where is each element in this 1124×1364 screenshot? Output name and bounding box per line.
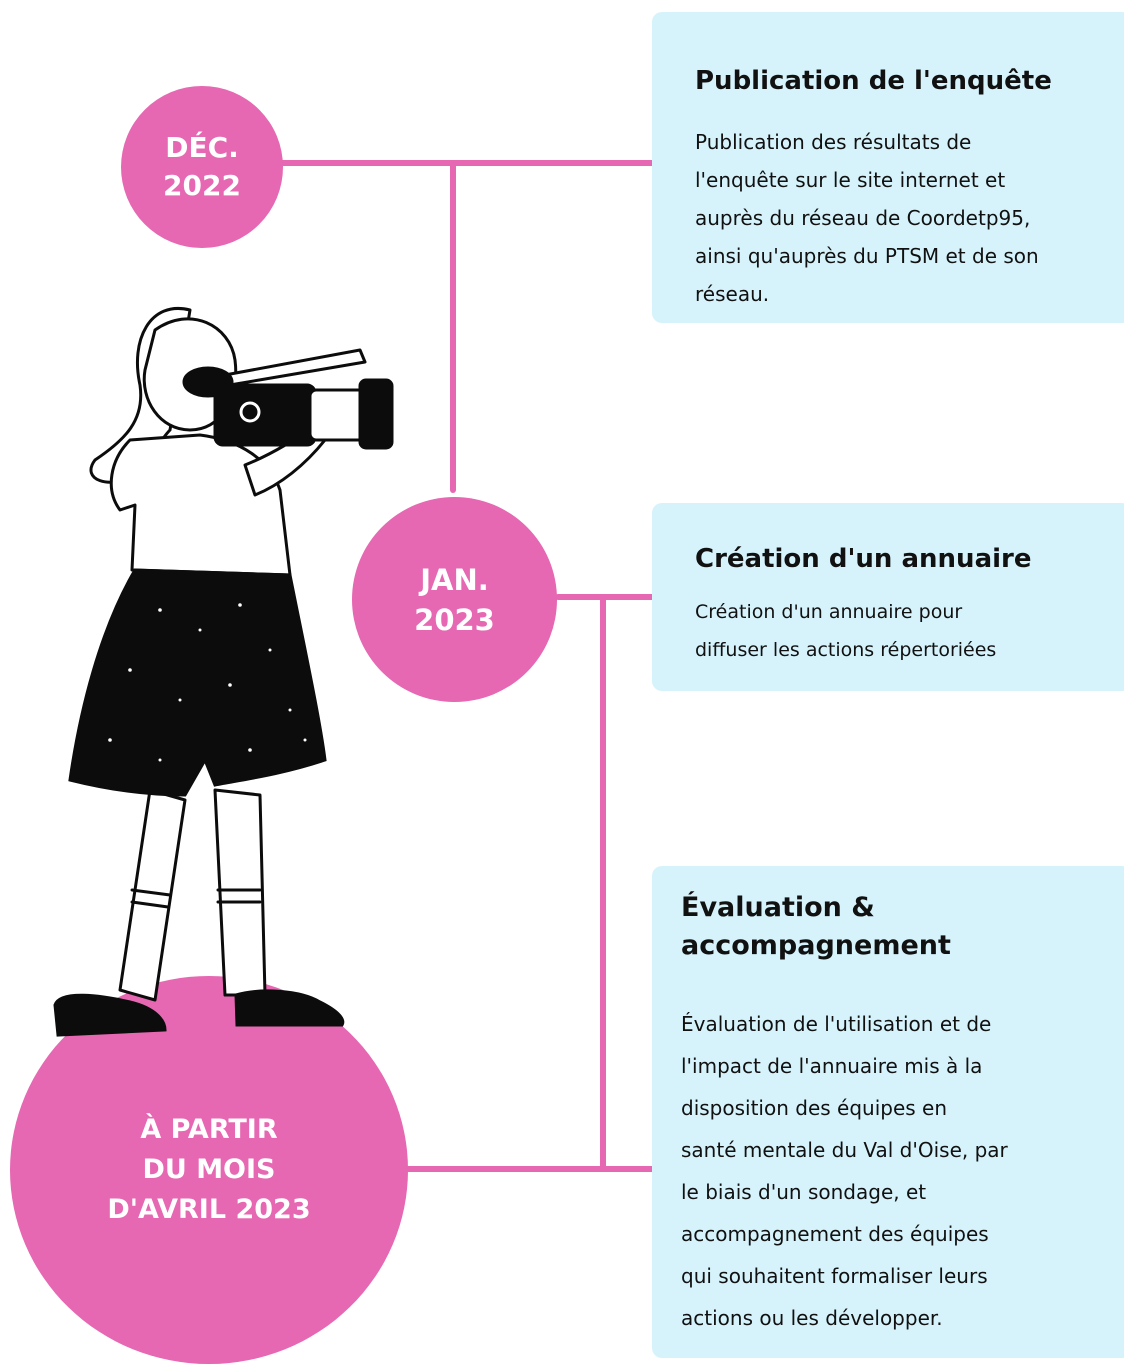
date-label: À PARTIR DU MOIS D'AVRIL 2023	[107, 1114, 311, 1225]
card-title: Publication de l'enquête	[695, 66, 1052, 96]
connector-line-1-vertical	[450, 163, 456, 493]
date-circle-dec-2022: DÉC. 2022	[121, 86, 283, 248]
timeline-card-publication: Publication de l'enquête Publication des…	[652, 12, 1124, 323]
timeline-card-annuaire: Création d'un annuaire Création d'un ann…	[652, 503, 1124, 691]
date-label: JAN. 2023	[414, 562, 495, 637]
card-title: Création d'un annuaire	[695, 544, 1032, 574]
card-body: Création d'un annuaire pour diffuser les…	[695, 601, 997, 661]
date-circle-jan-2023: JAN. 2023	[352, 497, 557, 702]
connector-line-1-horizontal	[270, 160, 655, 166]
card-title: Évaluation & accompagnement	[681, 892, 951, 961]
timeline-card-evaluation: Évaluation & accompagnement Évaluation d…	[652, 866, 1124, 1358]
connector-line-2-vertical	[600, 597, 606, 1170]
card-body: Publication des résultats de l'enquête s…	[695, 130, 1039, 306]
date-label: DÉC. 2022	[163, 131, 241, 202]
connector-line-3-horizontal	[400, 1166, 655, 1172]
date-circle-april-2023: À PARTIR DU MOIS D'AVRIL 2023	[10, 976, 408, 1364]
card-body: Évaluation de l'utilisation et de l'impa…	[681, 1012, 1008, 1330]
videographer-illustration-icon	[53, 307, 394, 1037]
